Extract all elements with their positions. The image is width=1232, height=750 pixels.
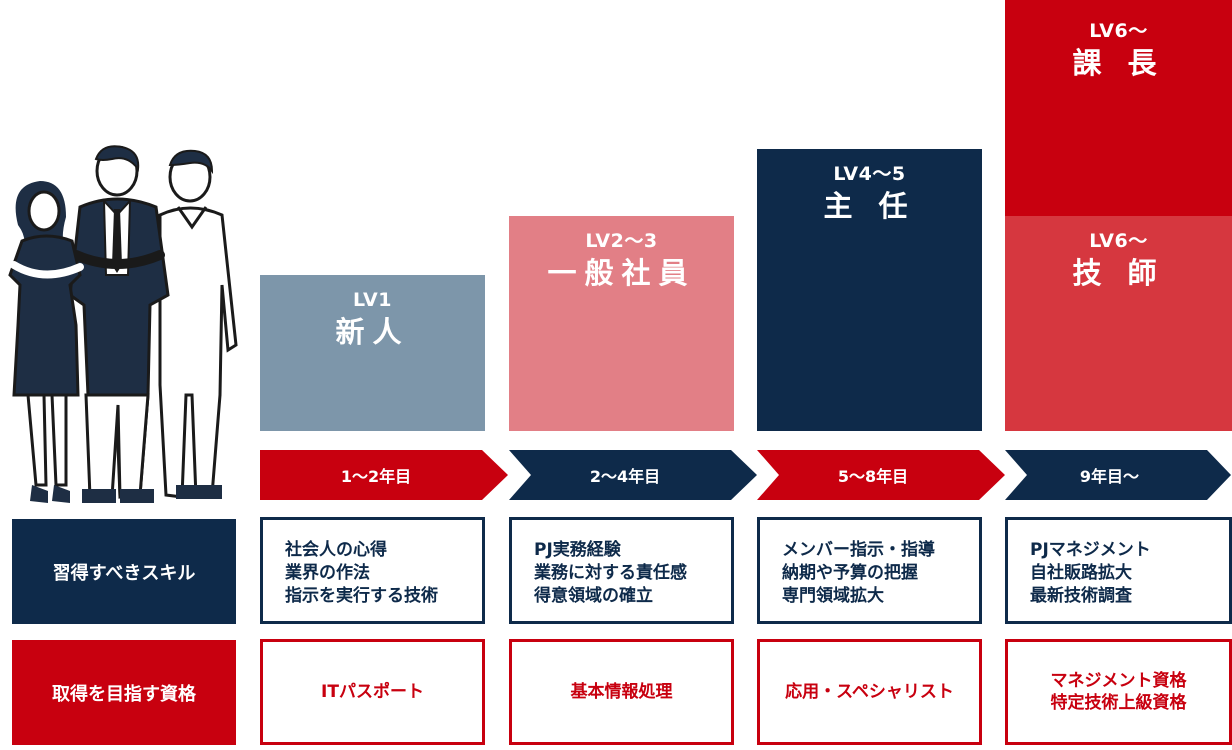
cert-item: マネジメント資格	[1050, 671, 1187, 691]
cert-box-2: 基本情報処理	[509, 639, 734, 745]
level-box-lv6-engineer: LV6〜 技 師	[1005, 216, 1232, 431]
skill-item: PJマネジメント	[1030, 540, 1151, 560]
cert-box-1: ITパスポート	[260, 639, 485, 745]
skill-item: 指示を実行する技術	[285, 586, 438, 606]
skill-item: 納期や予算の把握	[782, 563, 918, 583]
level-label: LV1	[353, 289, 392, 311]
cert-box-4: マネジメント資格 特定技術上級資格	[1005, 639, 1232, 745]
skill-item: 社会人の心得	[285, 540, 387, 560]
year-arrow-4: 9年目〜	[1005, 450, 1232, 500]
cert-item: 基本情報処理	[570, 682, 673, 702]
year-label: 9年目〜	[1079, 467, 1140, 486]
level-label: LV4〜5	[833, 163, 906, 185]
skill-item: メンバー指示・指導	[782, 540, 935, 560]
skill-item: PJ実務経験	[534, 540, 621, 560]
arrow-shape	[260, 450, 508, 500]
cert-box-3: 応用・スペシャリスト	[757, 639, 982, 745]
arrow-shape	[757, 450, 1005, 500]
level-title: 技 師	[1072, 256, 1165, 290]
year-arrow-2: 2〜4年目	[509, 450, 759, 500]
skill-box-4: PJマネジメント 自社販路拡大 最新技術調査	[1005, 517, 1232, 624]
cert-item: 応用・スペシャリスト	[785, 682, 954, 702]
skill-item: 業界の作法	[285, 563, 370, 583]
level-label: LV6〜	[1089, 230, 1148, 252]
skill-box-1: 社会人の心得 業界の作法 指示を実行する技術	[260, 517, 485, 624]
skill-item: 自社販路拡大	[1030, 563, 1132, 583]
year-label: 5〜8年目	[837, 467, 909, 486]
cert-item: 特定技術上級資格	[1050, 693, 1187, 713]
skill-item: 得意領域の確立	[534, 586, 653, 606]
skill-item: 業務に対する責任感	[534, 563, 687, 583]
level-box-lv2: LV2〜3 一般社員	[509, 216, 734, 431]
level-box-lv1: LV1 新人	[260, 275, 485, 431]
level-label: LV2〜3	[585, 230, 658, 252]
skills-row-label: 習得すべきスキル	[12, 519, 236, 624]
business-people-illustration	[8, 145, 238, 503]
woman-figure	[8, 181, 84, 503]
level-box-lv4: LV4〜5 主 任	[757, 149, 982, 431]
level-title: 課 長	[1072, 46, 1165, 80]
year-arrow-1: 1〜2年目	[260, 450, 510, 500]
skill-item: 最新技術調査	[1030, 586, 1132, 606]
level-label: LV6〜	[1089, 20, 1148, 42]
level-title: 一般社員	[547, 256, 696, 290]
level-title: 主 任	[823, 189, 916, 223]
year-label: 1〜2年目	[340, 467, 412, 486]
arrow-shape	[509, 450, 757, 500]
arrow-shape	[1005, 450, 1231, 500]
certs-row-label: 取得を目指す資格	[12, 640, 236, 745]
certs-label-text: 取得を目指す資格	[52, 683, 196, 705]
skill-item: 専門領域拡大	[782, 586, 884, 606]
level-box-lv6-manager: LV6〜 課 長	[1005, 0, 1232, 216]
man-suit-figure	[68, 145, 170, 503]
skills-label-text: 習得すべきスキル	[52, 562, 196, 584]
man-sweater-figure	[158, 149, 238, 499]
level-title: 新人	[335, 315, 410, 349]
skill-box-2: PJ実務経験 業務に対する責任感 得意領域の確立	[509, 517, 734, 624]
skill-box-3: メンバー指示・指導 納期や予算の把握 専門領域拡大	[757, 517, 982, 624]
year-label: 2〜4年目	[589, 467, 661, 486]
cert-item: ITパスポート	[321, 682, 424, 702]
year-arrow-3: 5〜8年目	[757, 450, 1007, 500]
